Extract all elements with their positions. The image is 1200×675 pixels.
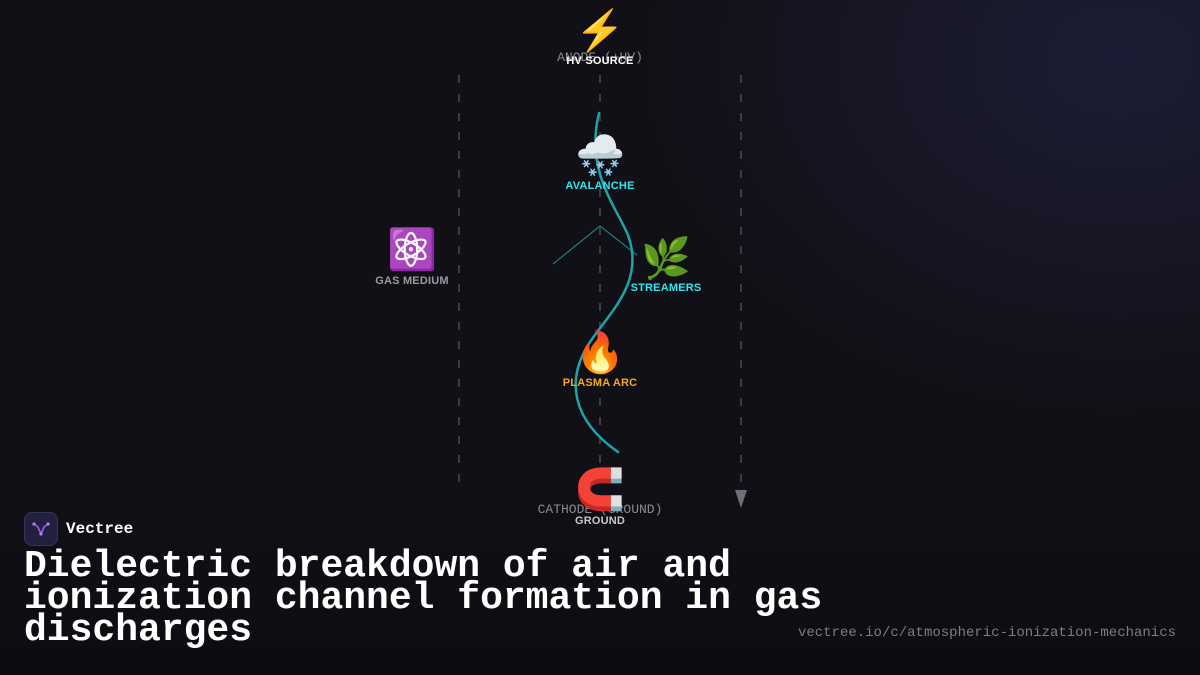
page-title: Dielectric breakdown of air and ionizati…: [24, 545, 823, 652]
source-url[interactable]: vectree.io/c/atmospheric-ionization-mech…: [797, 625, 1176, 641]
fire-icon: 🔥: [575, 331, 625, 375]
node-label-avalanche: AVALANCHE: [565, 180, 635, 192]
branch-line-left: [552, 225, 601, 265]
node-label-hv-source: HV SOURCE: [566, 55, 634, 67]
atom-icon: ⚛️: [387, 228, 437, 272]
cathode-tag: CATHODE (GROUND): [537, 502, 663, 517]
herb-icon: 🌿: [641, 237, 691, 281]
node-avalanche: 🌨️ AVALANCHE: [565, 133, 634, 192]
node-ground: 🧲 GROUND: [575, 467, 625, 527]
node-label-ground: GROUND: [574, 515, 626, 527]
brand[interactable]: Vectree: [24, 512, 133, 546]
node-hv-source: ⚡ HV SOURCE: [566, 8, 633, 67]
field-direction-arrowhead: [735, 490, 747, 508]
vectree-logo-icon: [24, 512, 58, 546]
magnet-icon: 🧲: [575, 468, 625, 512]
brand-name: Vectree: [66, 520, 134, 538]
node-plasma-arc: 🔥 PLASMA ARC: [563, 330, 638, 389]
node-streamers: 🌿 STREAMERS: [631, 236, 702, 294]
node-label-gas-medium: GAS MEDIUM: [375, 275, 449, 287]
node-gas-medium: ⚛️ GAS MEDIUM: [375, 227, 449, 287]
lightning-icon: ⚡: [575, 9, 625, 53]
snow-cloud-icon: 🌨️: [575, 134, 625, 178]
node-label-streamers: STREAMERS: [630, 282, 702, 294]
node-label-plasma-arc: PLASMA ARC: [562, 377, 638, 389]
ionization-channel: [574, 111, 634, 454]
anode-tag: ANODE (+HV): [557, 50, 643, 65]
